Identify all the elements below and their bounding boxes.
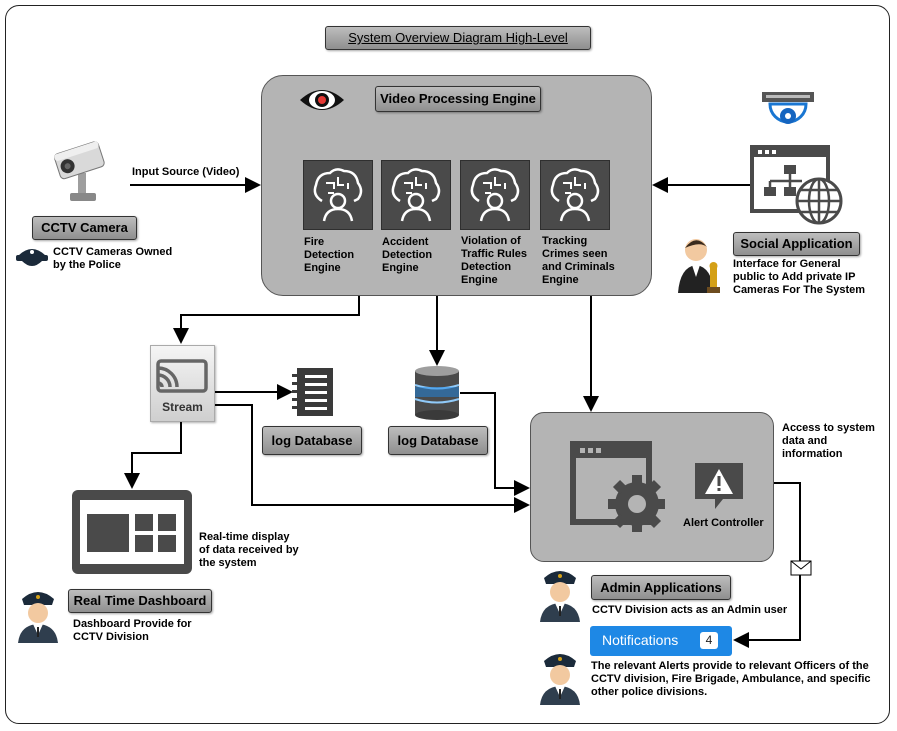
dashboard-screen-icon — [70, 488, 194, 581]
notifications-label: Notifications — [602, 632, 679, 648]
engine-label-crime: Tracking Crimes seen and Criminals Engin… — [542, 235, 624, 287]
cctv-camera-label: CCTV Camera — [32, 216, 137, 240]
database-icon — [413, 365, 461, 426]
notifications-count-badge: 4 — [700, 632, 718, 649]
dashboard-desc: Real-time display of data received by th… — [199, 531, 299, 570]
engine-label-traffic-text: Violation of Traffic Rules Detection Eng… — [461, 235, 528, 286]
diagram-frame — [5, 5, 890, 724]
police-officer-icon-2 — [536, 651, 584, 710]
admin-note: CCTV Division acts as an Admin user — [592, 604, 787, 617]
alert-controller-label-text: Alert Controller — [683, 517, 764, 529]
accident-engine-icon — [381, 160, 451, 230]
engine-label-traffic: Violation of Traffic Rules Detection Eng… — [461, 235, 533, 287]
log-db-2-label-text: log Database — [397, 433, 479, 448]
network-web-icon — [750, 145, 845, 232]
police-officer-icon-3 — [14, 589, 62, 648]
alert-controller-label: Alert Controller — [683, 517, 764, 530]
notifications-note: The relevant Alerts provide to relevant … — [591, 660, 876, 699]
admin-access-note-text: Access to system data and information — [782, 422, 875, 460]
dashboard-note-text: Dashboard Provide for CCTV Division — [73, 618, 192, 643]
traffic-engine-icon — [460, 160, 530, 230]
admin-app-label-text: Admin Applications — [600, 580, 722, 595]
engine-label-crime-text: Tracking Crimes seen and Criminals Engin… — [542, 235, 615, 286]
alert-icon — [693, 461, 745, 516]
notebook-icon — [291, 366, 335, 423]
dashboard-label: Real Time Dashboard — [68, 589, 212, 613]
video-engine-title: Video Processing Engine — [375, 86, 541, 112]
dome-camera-icon — [760, 92, 816, 143]
video-engine-title-text: Video Processing Engine — [380, 91, 536, 106]
admin-app-label: Admin Applications — [591, 575, 731, 600]
stream-label: Stream — [162, 400, 203, 414]
engine-label-accident: Accident Detection Engine — [382, 236, 448, 275]
engine-label-fire-text: Fire Detection Engine — [304, 236, 355, 274]
police-cap-icon — [14, 244, 50, 277]
eye-icon — [298, 86, 346, 119]
crime-engine-icon — [540, 160, 610, 230]
engine-label-fire: Fire Detection Engine — [304, 236, 374, 275]
cctv-camera-label-text: CCTV Camera — [41, 220, 128, 235]
social-note-text: Interface for General public to Add priv… — [733, 258, 866, 296]
police-officer-icon — [536, 568, 584, 627]
civilian-icon — [676, 235, 724, 302]
settings-window-icon — [569, 440, 666, 537]
cctv-input-label: Input Source (Video) — [132, 166, 239, 179]
notifications-note-text: The relevant Alerts provide to relevant … — [591, 660, 871, 698]
notifications-button[interactable]: Notifications 4 — [590, 626, 732, 656]
social-note: Interface for General public to Add priv… — [733, 258, 873, 297]
dashboard-label-text: Real Time Dashboard — [73, 593, 207, 608]
stream-node: Stream — [150, 345, 215, 422]
cctv-note: CCTV Cameras Owned by the Police — [53, 246, 183, 272]
admin-access-note: Access to system data and information — [782, 422, 882, 461]
log-db-1-label-text: log Database — [271, 433, 353, 448]
social-app-label-text: Social Application — [740, 236, 853, 251]
engine-label-accident-text: Accident Detection Engine — [382, 236, 433, 274]
log-db-2-label: log Database — [388, 426, 488, 455]
fire-engine-icon — [303, 160, 373, 230]
dashboard-note: Dashboard Provide for CCTV Division — [73, 618, 203, 644]
log-db-1-label: log Database — [262, 426, 362, 455]
admin-note-text: CCTV Division acts as an Admin user — [592, 604, 788, 616]
cctv-camera-icon — [52, 137, 108, 210]
envelope-icon — [790, 560, 812, 576]
dashboard-desc-text: Real-time display of data received by th… — [199, 531, 299, 569]
diagram-title-text: System Overview Diagram High-Level — [348, 30, 568, 45]
diagram-title: System Overview Diagram High-Level — [325, 26, 591, 50]
cast-icon — [156, 359, 208, 393]
cctv-note-text: CCTV Cameras Owned by the Police — [53, 246, 173, 271]
cctv-input-label-text: Input Source (Video) — [132, 166, 240, 178]
social-app-label: Social Application — [733, 232, 860, 256]
